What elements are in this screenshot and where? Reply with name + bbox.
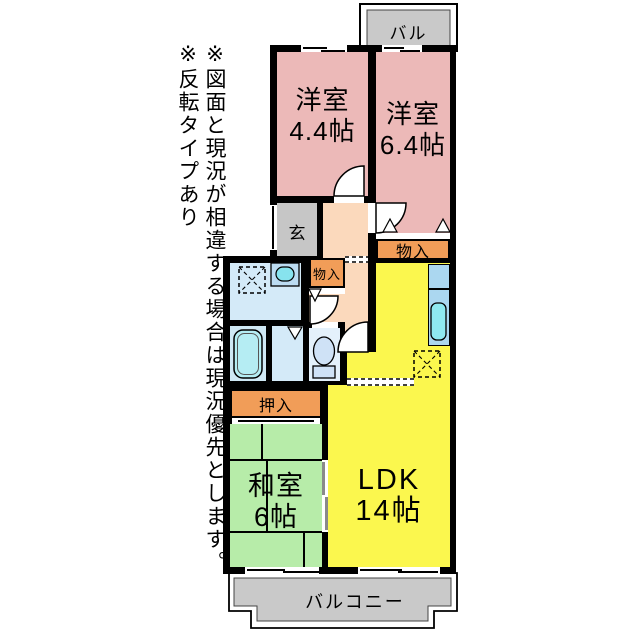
room-japanese <box>230 424 322 567</box>
room-toilet <box>309 328 340 381</box>
hallway-lower <box>309 294 368 322</box>
label-entrance: 玄 <box>288 224 306 243</box>
tatami-line <box>230 459 322 461</box>
window-line <box>283 571 319 573</box>
door-gap-toilet <box>312 322 338 328</box>
closet-door-gap <box>376 233 450 239</box>
room-name: 洋室 <box>385 99 440 129</box>
sliding-door-leaf <box>322 462 325 495</box>
sliding-door-gap <box>322 460 328 532</box>
room-ldk <box>328 385 450 567</box>
label-western-room-2: 洋室 6.4帖 <box>376 99 450 161</box>
room-size: 6.4帖 <box>379 130 447 160</box>
window-line <box>321 50 345 52</box>
room-size: 14帖 <box>355 495 423 527</box>
label-ldk: LDK 14帖 <box>328 465 450 527</box>
storage-upper-box: 物入 <box>376 239 450 261</box>
window-line <box>360 569 402 571</box>
sliding-door-leaf <box>325 497 328 530</box>
label-japanese-room: 和室 6帖 <box>230 471 322 533</box>
storage-lower-box: 物入 <box>309 258 345 288</box>
closet-box: 押入 <box>230 389 322 418</box>
hallway-upper <box>323 203 368 263</box>
room-changing <box>272 326 303 381</box>
door-gap-western2 <box>368 203 376 233</box>
window-line <box>384 47 404 49</box>
room-name: 洋室 <box>295 85 350 115</box>
label-balcony-bottom: バルコニー <box>305 592 405 612</box>
window-line <box>398 571 438 573</box>
room-size: 4.4帖 <box>289 116 356 146</box>
entrance-door-line <box>272 206 274 249</box>
annotation-line-1: ※図面と現況が相違する場合は現況優先とします。 <box>203 42 226 574</box>
room-bath <box>230 326 266 381</box>
tatami-line <box>303 531 305 567</box>
door-gap-western1 <box>334 196 364 203</box>
window-line <box>303 47 327 49</box>
label-western-room-1: 洋室 4.4帖 <box>277 85 368 147</box>
annotation-line-2: ※反転タイプあり <box>176 42 199 229</box>
kitchen-counter <box>428 264 450 346</box>
room-name: 和室 <box>248 471 304 501</box>
storage-upper-label: 物入 <box>395 243 430 261</box>
room-size: 6帖 <box>253 502 299 532</box>
window-line <box>400 50 420 52</box>
closet-label: 押入 <box>258 397 293 415</box>
storage-door-gap <box>309 288 345 294</box>
tatami-line <box>266 459 268 533</box>
tatami-line <box>261 424 263 461</box>
tatami-line <box>230 531 322 533</box>
storage-lower-label: 物入 <box>312 266 341 282</box>
window-line <box>247 569 285 571</box>
annotation-text: ※図面と現況が相違する場合は現況優先とします。 ※反転タイプあり <box>174 42 228 582</box>
kitchen-counter-divider <box>428 288 450 290</box>
room-dk-link <box>347 352 450 385</box>
room-name: LDK <box>357 464 421 496</box>
oshiire-door-line <box>238 420 314 422</box>
room-entrance <box>277 203 317 256</box>
label-balcony-top: バル <box>389 24 428 43</box>
room-washroom <box>230 263 301 320</box>
